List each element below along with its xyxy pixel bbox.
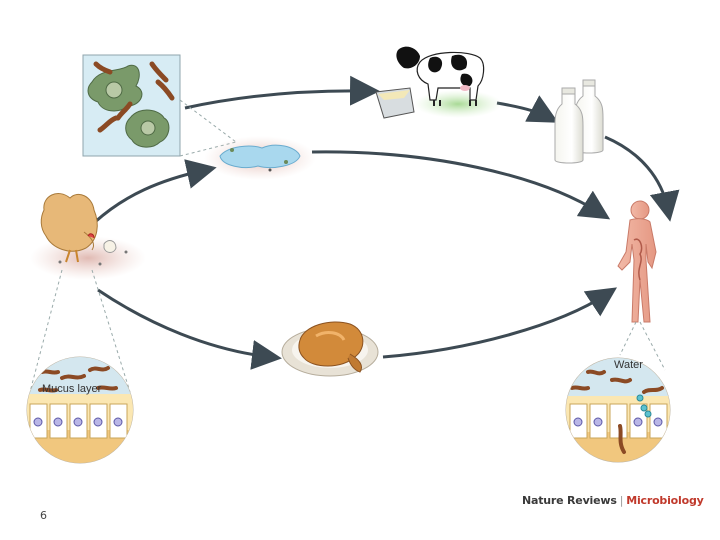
- cow-head: [396, 46, 420, 69]
- slide-number: 6: [40, 509, 47, 522]
- arrow-water-to-human: [311, 150, 611, 220]
- chicken-gut-inset: Mucus layer: [26, 269, 134, 464]
- egg-shell: [103, 240, 117, 253]
- cycle-arrows: [93, 75, 680, 370]
- amoeba-inset: [82, 54, 237, 157]
- bacteria-group: [93, 61, 175, 133]
- credit-separator: |: [619, 494, 624, 507]
- chicken-body: [40, 193, 98, 252]
- arrow-milk-to-human: [604, 135, 680, 222]
- water-puddle: [204, 136, 316, 180]
- arrow-cow-to-milk: [496, 95, 559, 123]
- chicken-comb: [87, 233, 95, 239]
- milk-bottles: [554, 79, 604, 164]
- source-credit: Nature Reviews|Microbiology: [522, 494, 704, 507]
- cow-illustration: [375, 46, 502, 119]
- arrow-amoeba-to-cow: [184, 75, 380, 110]
- journal-name: Nature Reviews: [522, 494, 617, 507]
- section-name: Microbiology: [626, 494, 704, 507]
- human-figure: [617, 200, 666, 371]
- human-gut-inset: Water: [565, 357, 671, 463]
- mucus-layer-label: Mucus layer: [42, 383, 102, 395]
- roast-chicken-plate: [281, 321, 379, 377]
- arrow-chicken-to-meat: [97, 288, 282, 370]
- chicken-illustration: [30, 193, 146, 280]
- water-label: Water: [614, 359, 643, 371]
- arrow-meat-to-human: [382, 287, 618, 359]
- arrow-chicken-to-water: [93, 159, 217, 224]
